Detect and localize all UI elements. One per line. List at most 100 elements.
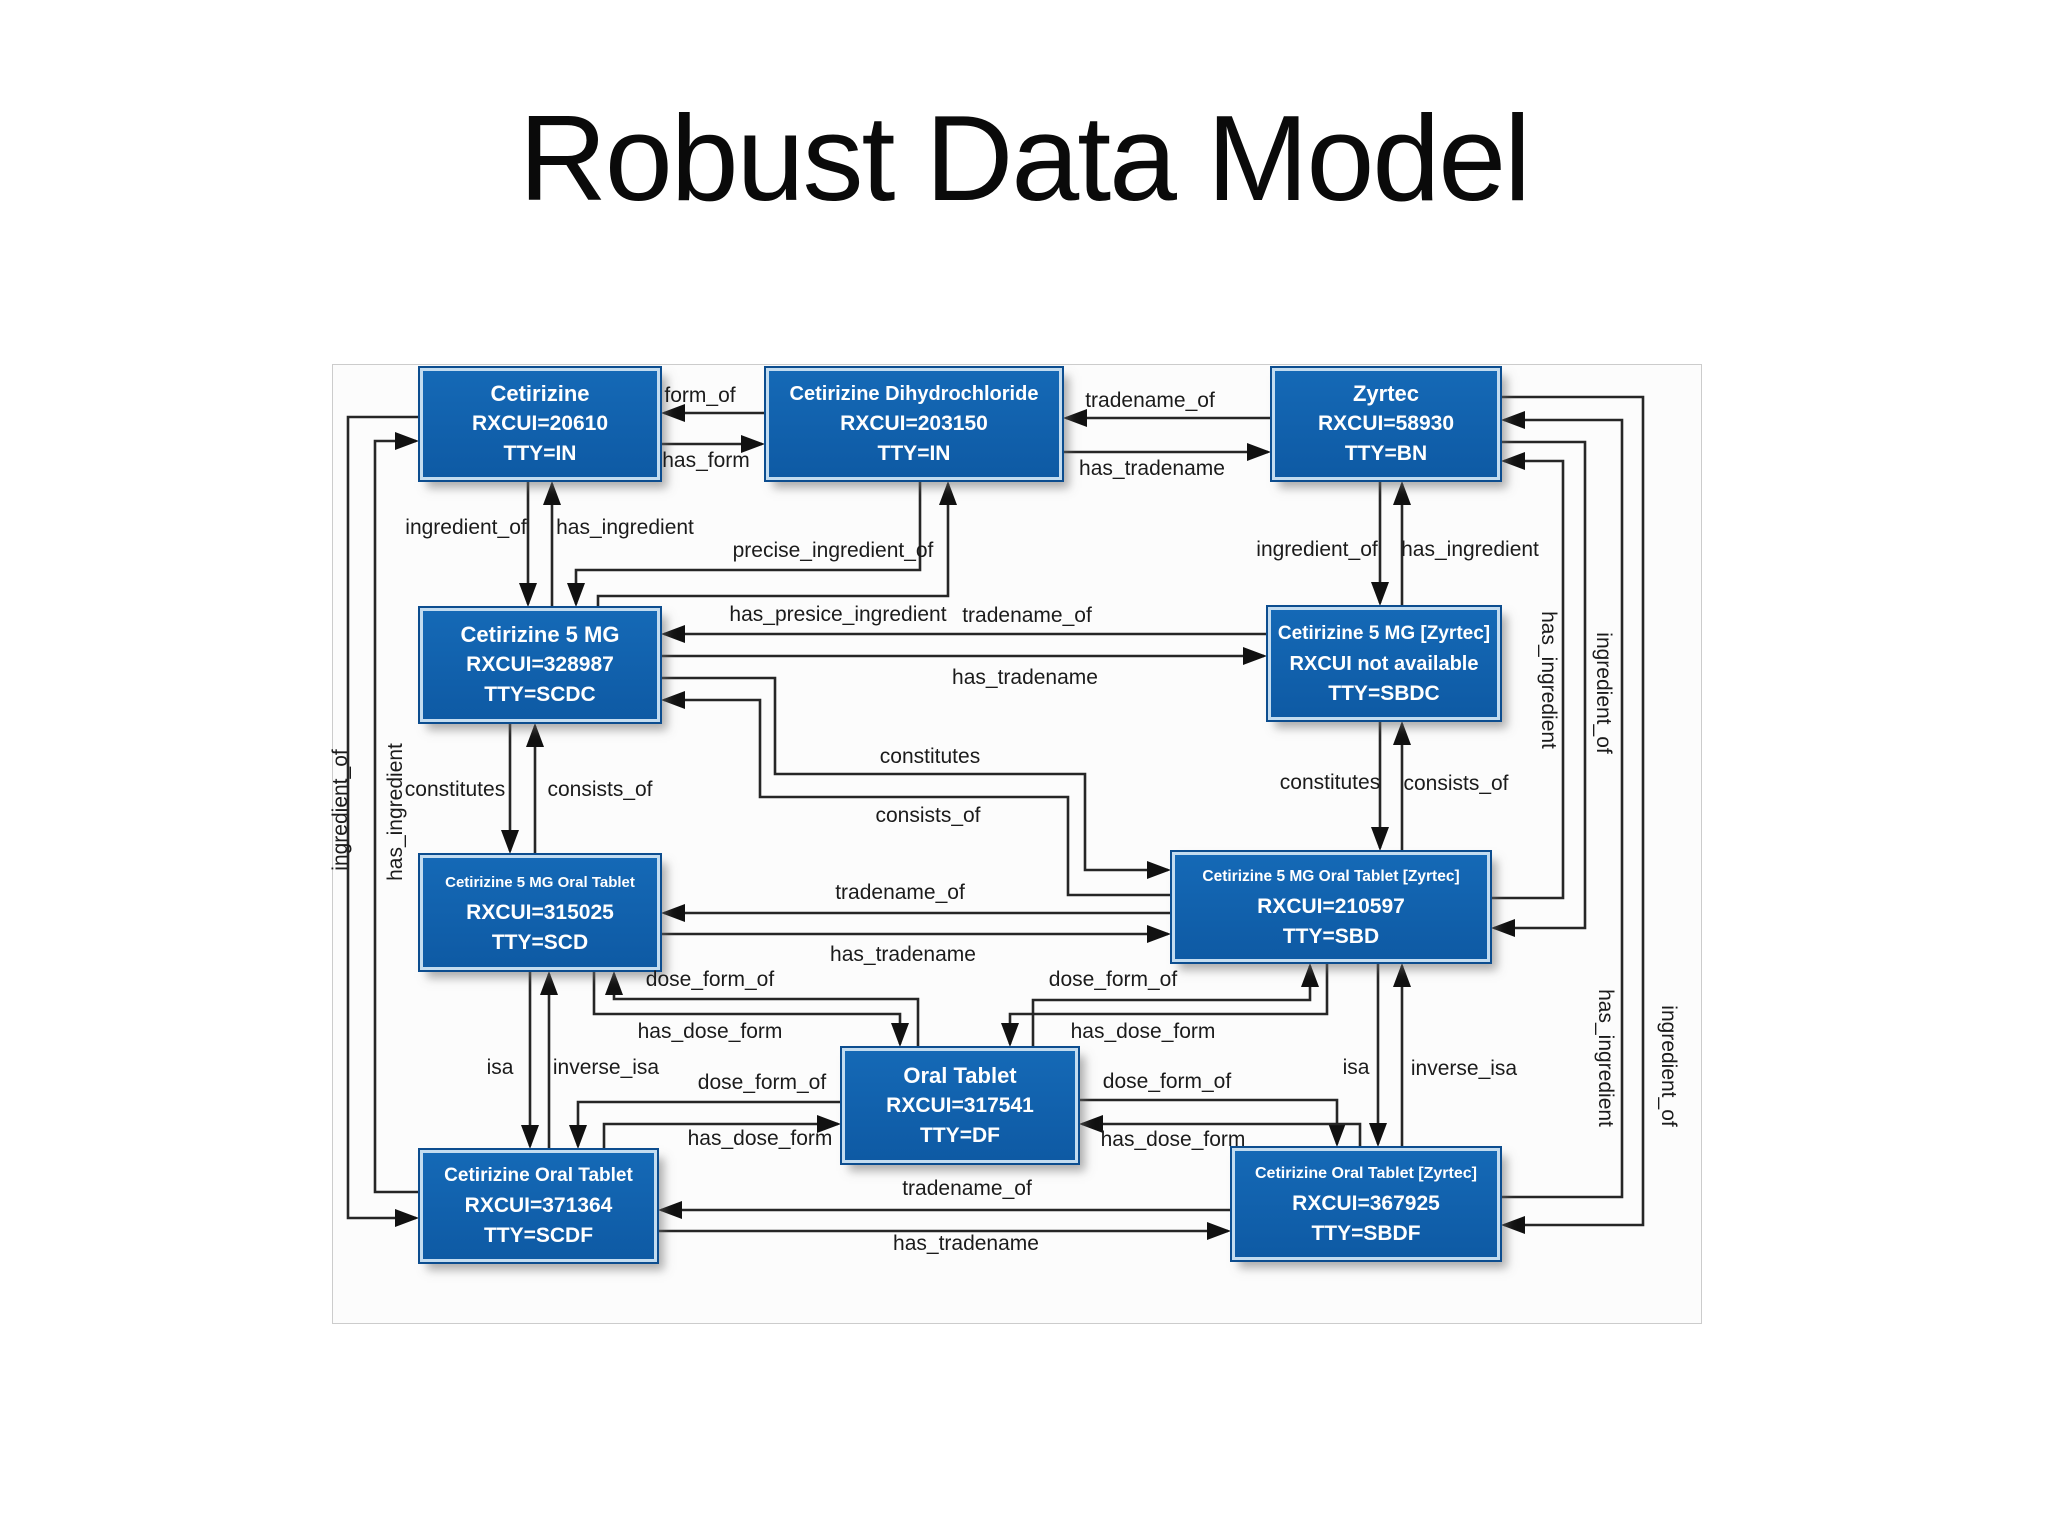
edge-ingredient-of [346, 415, 420, 1227]
edge-dose-form-of [1031, 963, 1319, 1048]
edge-label-tradename-of: tradename_of [835, 881, 965, 904]
edge-label-ingredient-of: ingredient_of [1592, 632, 1615, 754]
node-zyrtec-bn: Zyrtec RXCUI=58930 TTY=BN [1270, 366, 1502, 482]
node-rxcui: RXCUI=58930 [1318, 412, 1454, 435]
node-rxcui: RXCUI not available [1289, 652, 1479, 675]
edge-label-dose-form-of: dose_form_of [697, 1071, 827, 1094]
edge-label-has-ingredient: has_ingredient [1537, 611, 1560, 749]
edge-label-constitutes: constitutes [1279, 771, 1381, 794]
edge-label-inverse-isa: inverse_isa [1410, 1057, 1518, 1080]
edge-label-tradename-of: tradename_of [1085, 389, 1215, 412]
edge-dose-form-of [1078, 1098, 1346, 1147]
node-tty: TTY=SBDF [1311, 1222, 1421, 1245]
edge-label-has-ingredient: has_ingredient [1594, 989, 1617, 1127]
edge-consists-of [661, 691, 1172, 897]
node-rxcui: RXCUI=367925 [1292, 1192, 1440, 1215]
edge-label-has-ingredient: has_ingredient [556, 516, 694, 539]
node-title: Cetirizine Dihydrochloride [789, 383, 1039, 405]
edge-label-ingredient-of: ingredient_of [405, 516, 527, 539]
node-title: Cetirizine 5 MG Oral Tablet [445, 873, 635, 891]
edge-precise-ingredient-of [567, 480, 922, 607]
node-title: Cetirizine 5 MG [Zyrtec] [1277, 622, 1491, 644]
edge-has-ingredient [373, 432, 420, 1194]
node-title: Cetirizine 5 MG [460, 622, 620, 647]
node-tty: TTY=BN [1344, 442, 1428, 465]
node-cetirizine-5mg-scdc: Cetirizine 5 MG RXCUI=328987 TTY=SCDC [418, 606, 662, 724]
edge-label-isa: isa [1342, 1056, 1370, 1079]
node-rxcui: RXCUI=315025 [466, 900, 614, 924]
node-oral-tablet-df: Oral Tablet RXCUI=317541 TTY=DF [840, 1046, 1080, 1165]
edge-label-constitutes: constitutes [404, 778, 506, 801]
edge-label-ingredient-of: ingredient_of [1256, 538, 1378, 561]
edge-label-has-tradename: has_tradename [952, 666, 1098, 689]
node-rxcui: RXCUI=328987 [466, 653, 614, 676]
node-tty: TTY=IN [503, 442, 577, 465]
edge-label-constitutes: constitutes [879, 745, 981, 768]
node-tty: TTY=DF [920, 1123, 1000, 1147]
edge-label-has-dose-form: has_dose_form [1100, 1128, 1246, 1151]
edge-label-consists-of: consists_of [875, 804, 981, 827]
node-title: Zyrtec [1352, 381, 1420, 406]
edge-label-ingredient-of: ingredient_of [329, 749, 352, 871]
edge-label-has-ingredient: has_ingredient [384, 743, 407, 881]
edge-has-dose-form [592, 970, 909, 1047]
edge-has-dose-form [602, 1115, 841, 1150]
node-tty: TTY=SBD [1282, 925, 1380, 948]
edge-has-dose-form [1001, 962, 1329, 1047]
edge-constitutes [660, 676, 1171, 879]
edge-has-dose-form [1079, 1115, 1362, 1148]
edge-has-ingredient [1500, 411, 1624, 1199]
node-cetirizine-5mg-oral-tablet-scd: Cetirizine 5 MG Oral Tablet RXCUI=315025… [418, 853, 662, 972]
edge-label-tradename-of: tradename_of [902, 1177, 1032, 1200]
edge-label-has-tradename: has_tradename [1079, 457, 1225, 480]
edge-label-dose-form-of: dose_form_of [645, 968, 775, 991]
edge-label-form-of: form_of [664, 384, 736, 407]
edge-has-ingredient [1490, 452, 1565, 900]
edge-label-has-ingredient: has_ingredient [1401, 538, 1539, 561]
node-tty: TTY=SBDC [1328, 681, 1440, 705]
edge-label-consists-of: consists_of [547, 778, 653, 801]
edge-label-has-dose-form: has_dose_form [687, 1127, 833, 1150]
node-tty: TTY=IN [877, 442, 951, 465]
node-cetirizine-oral-tablet-scdf: Cetirizine Oral Tablet RXCUI=371364 TTY=… [418, 1148, 659, 1264]
edge-label-ingredient-of: ingredient_of [1657, 1005, 1680, 1127]
node-rxcui: RXCUI=210597 [1257, 895, 1405, 918]
node-cetirizine-5mg-oral-tablet-zyrtec-sbd: Cetirizine 5 MG Oral Tablet [Zyrtec] RXC… [1170, 850, 1492, 964]
node-rxcui: RXCUI=20610 [472, 412, 608, 435]
edge-has-presice-ingredient [596, 481, 957, 608]
edge-label-precise-ingredient-of: precise_ingredient_of [732, 539, 934, 562]
edge-label-has-tradename: has_tradename [830, 943, 976, 966]
page-title: Robust Data Model [518, 90, 1531, 226]
edge-label-has-tradename: has_tradename [893, 1232, 1039, 1255]
node-title: Cetirizine Oral Tablet [Zyrtec] [1255, 1165, 1477, 1182]
edge-ingredient-of [1500, 395, 1645, 1234]
edge-label-dose-form-of: dose_form_of [1048, 968, 1178, 991]
edge-label-isa: isa [486, 1056, 514, 1079]
node-tty: TTY=SCD [491, 930, 589, 954]
edge-label-has-dose-form: has_dose_form [637, 1020, 783, 1043]
node-tty: TTY=SCDF [483, 1224, 594, 1247]
node-rxcui: RXCUI=317541 [886, 1093, 1034, 1117]
node-title: Cetirizine [490, 381, 590, 406]
node-cetirizine-dihydrochloride-pin: Cetirizine Dihydrochloride RXCUI=203150 … [764, 366, 1064, 482]
edge-label-has-dose-form: has_dose_form [1070, 1020, 1216, 1043]
edge-label-tradename-of: tradename_of [962, 604, 1092, 627]
edge-label-has-presice-ingredient: has_presice_ingredient [729, 603, 947, 626]
edge-label-has-form: has_form [662, 449, 750, 472]
node-tty: TTY=SCDC [484, 683, 596, 706]
node-title: Cetirizine 5 MG Oral Tablet [Zyrtec] [1202, 868, 1460, 885]
node-title: Cetirizine Oral Tablet [444, 1165, 633, 1186]
edge-label-consists-of: consists_of [1403, 772, 1509, 795]
node-rxcui: RXCUI=371364 [464, 1194, 613, 1217]
edge-label-inverse-isa: inverse_isa [552, 1056, 660, 1079]
edge-dose-form-of [569, 1100, 842, 1149]
node-cetirizine-oral-tablet-zyrtec-sbdf: Cetirizine Oral Tablet [Zyrtec] RXCUI=36… [1230, 1146, 1502, 1262]
node-title: Oral Tablet [903, 1062, 1017, 1088]
edge-ingredient-of [1491, 440, 1587, 937]
edge-dose-form-of [605, 971, 920, 1048]
node-rxcui: RXCUI=203150 [840, 412, 988, 435]
node-cetirizine-5mg-zyrtec-sbdc: Cetirizine 5 MG [Zyrtec] RXCUI not avail… [1266, 605, 1502, 722]
node-cetirizine-in: Cetirizine RXCUI=20610 TTY=IN [418, 366, 662, 482]
